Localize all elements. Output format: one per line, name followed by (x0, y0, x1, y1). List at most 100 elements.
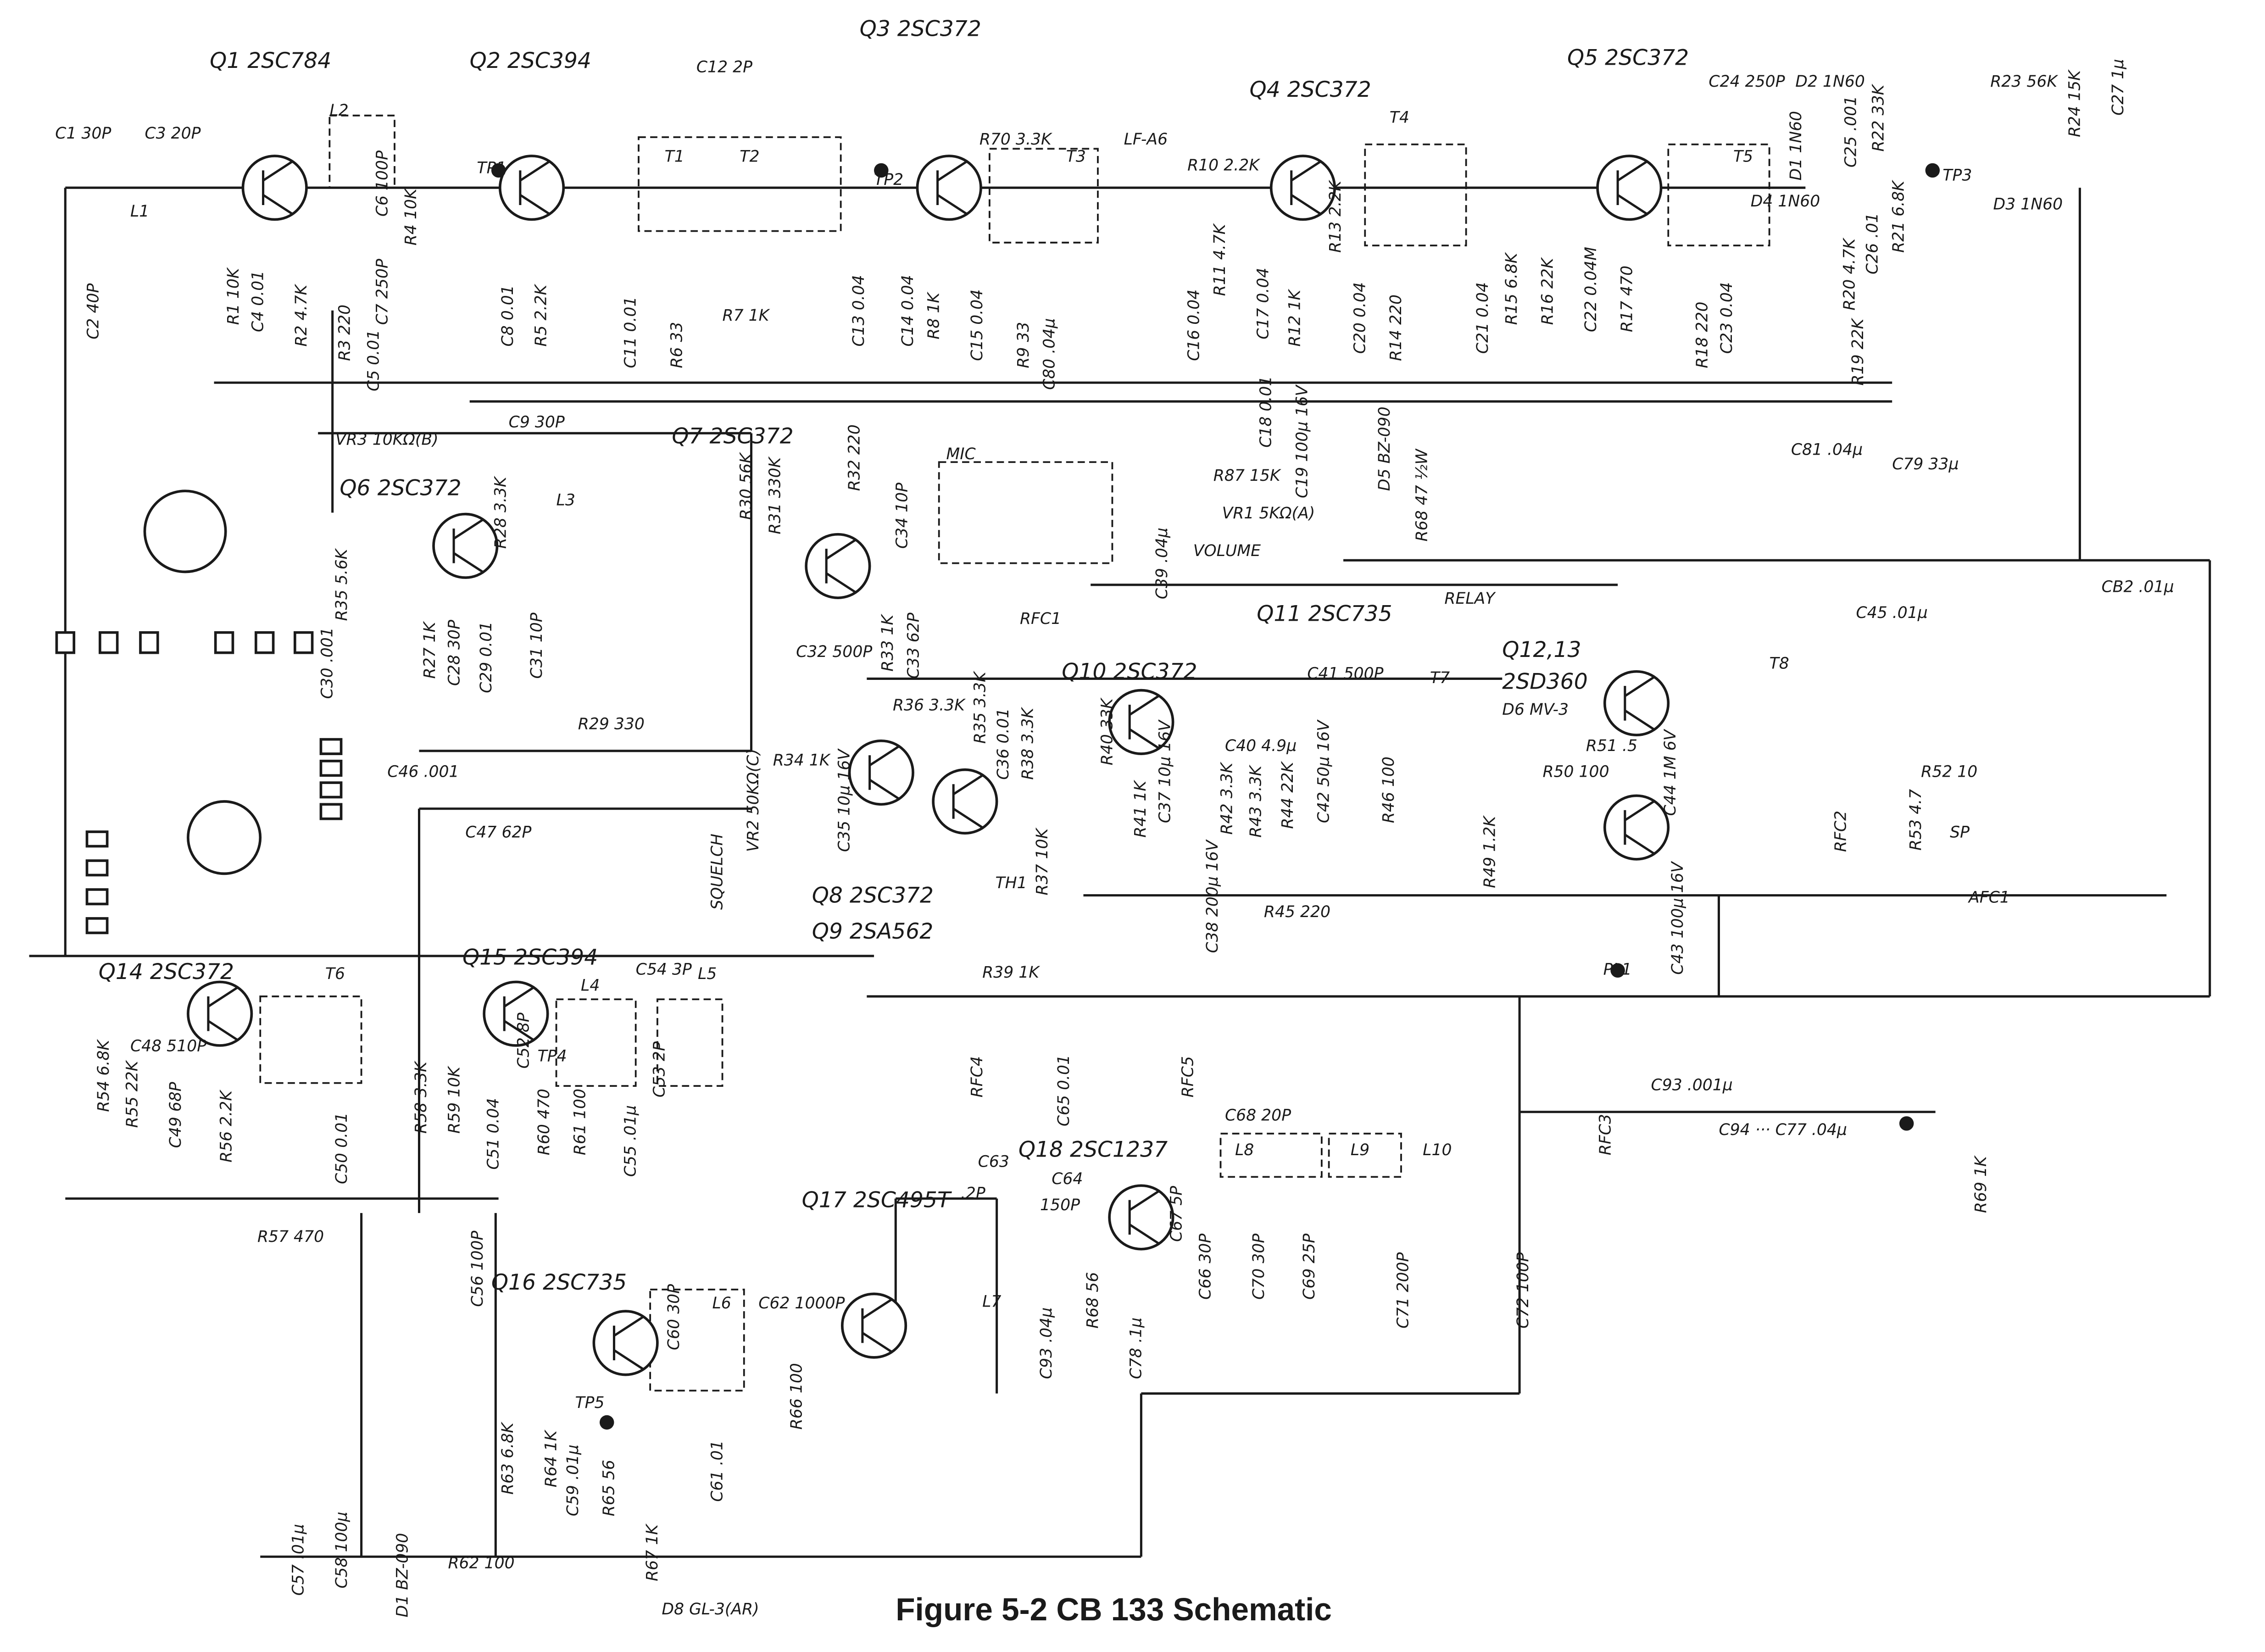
component-label: R42 3.3K (1218, 762, 1236, 834)
transistor-emitter (453, 552, 484, 573)
transistor-emitter (1129, 1224, 1159, 1245)
component-label: R61 100 (571, 1089, 590, 1155)
transistor-label: Q3 2SC372 (860, 17, 981, 42)
transistor-symbol (1108, 1184, 1174, 1251)
test-point (1925, 163, 1940, 178)
component-label: RFC4 (968, 1056, 986, 1097)
component-label: C32 500P (796, 643, 872, 661)
component-label: R57 470 (257, 1228, 324, 1246)
component-label: C56 100P (468, 1230, 487, 1307)
component-label: D3 1N60 (1993, 195, 2063, 213)
component-label: C8 0.01 (499, 285, 517, 346)
shield-can (988, 148, 1099, 244)
component-label: R41 1K (1131, 780, 1150, 838)
transistor-symbol (483, 980, 549, 1047)
component-label: T7 (1430, 669, 1450, 687)
component-label: C61 .01 (708, 1440, 727, 1502)
component-label: R17 470 (1618, 266, 1636, 332)
component-label: CB2 .01μ (2102, 578, 2174, 596)
component-label: C63 (978, 1152, 1009, 1171)
transistor-symbol (432, 512, 499, 579)
component-label: R65 56 (600, 1460, 618, 1516)
component-label: C33 62P (905, 612, 923, 679)
component-label: SQUELCH (708, 834, 727, 910)
component-label: D8 GL-3(AR) (662, 1600, 759, 1619)
shield-can (638, 136, 842, 232)
component-label: R63 6.8K (499, 1422, 517, 1495)
component-label: C29 0.01 (477, 622, 495, 693)
component-label: R5 2.2K (532, 284, 551, 346)
component-label: R7 1K (723, 306, 770, 325)
shield-can (1364, 143, 1467, 247)
crystal (254, 631, 275, 654)
crystal (99, 631, 119, 654)
component-label: SP (1950, 823, 1970, 842)
component-label: R19 22K (1849, 317, 1867, 385)
transistor-symbol (1108, 689, 1174, 755)
component-label: T5 (1733, 148, 1753, 166)
transistor-label: Q8 2SC372 (812, 883, 934, 908)
component-label: VR1 5KΩ(A) (1222, 504, 1315, 523)
component-label: R67 1K (643, 1524, 662, 1581)
transistor-label: Q18 2SC1237 (1018, 1137, 1168, 1162)
component-label: R2 4.7K (292, 284, 311, 346)
component-label: TH1 (995, 874, 1027, 892)
component-label: C93 .001μ (1651, 1076, 1733, 1095)
shield-can (1328, 1133, 1402, 1178)
component-label: C55 .01μ (622, 1105, 640, 1177)
transistor-symbol (187, 980, 253, 1047)
component-label: C27 1μ (2109, 59, 2127, 116)
component-label: RFC2 (1831, 811, 1850, 852)
component-label: C66 30P (1196, 1234, 1214, 1300)
component-label: C34 10P (893, 483, 911, 549)
component-label: R18 220 (1693, 302, 1711, 368)
shield-can (1667, 143, 1770, 247)
component-label: VR3 10KΩ(B) (335, 431, 439, 449)
component-label: C50 0.01 (333, 1112, 351, 1184)
shield-can (555, 998, 637, 1087)
component-label: R20 4.7K (1840, 238, 1859, 311)
component-label: R35 5.6K (333, 548, 351, 621)
transistor-symbol (805, 533, 871, 599)
transistor-symbol (1269, 155, 1336, 221)
component-label: MIC (946, 445, 976, 463)
transistor-label: Q1 2SC784 (210, 48, 331, 73)
component-label: C11 0.01 (622, 296, 640, 368)
component-label: C36 0.01 (994, 708, 1013, 779)
transistor-emitter (207, 1020, 238, 1041)
component-label: C9 30P (509, 413, 565, 432)
component-label: R52 10 (1921, 762, 1977, 781)
component-label: C45 .01μ (1856, 604, 1928, 622)
component-label: C40 4.9μ (1225, 737, 1297, 755)
component-label: C51 0.04 (484, 1098, 503, 1169)
component-label: C6 100P (373, 150, 391, 217)
component-label: R15 6.8K (1503, 252, 1521, 325)
component-label: R16 22K (1538, 257, 1557, 325)
components (55, 114, 1940, 1430)
transistor-collector (862, 1298, 892, 1319)
transistor-label: Q4 2SC372 (1249, 77, 1371, 102)
figure-caption: Figure 5-2 CB 133 Schematic (896, 1591, 1332, 1627)
transistor-emitter (862, 1332, 892, 1353)
transistor-label: Q12,13 (1502, 637, 1581, 662)
component-label: R32 220 (846, 424, 864, 491)
transistor-collector (1291, 161, 1321, 182)
transistor-emitter (1624, 834, 1655, 855)
component-label: R6 33 (668, 322, 686, 368)
component-label: C2 40P (84, 283, 103, 339)
crystal (85, 830, 109, 848)
component-label: C12 2P (696, 58, 752, 76)
component-label: RFC1 (1020, 610, 1061, 628)
component-label: C22 0.04M (1582, 247, 1600, 332)
component-label: C23 0.04 (1718, 282, 1736, 354)
component-label: C58 100μ (333, 1512, 351, 1588)
component-label: D1 1N60 (1787, 111, 1805, 181)
component-label: PL1 (1603, 961, 1632, 979)
crystal (55, 631, 76, 654)
wiring (29, 186, 2211, 1558)
component-label: TP4 (538, 1047, 567, 1066)
component-label: C44 1M 6V (1661, 729, 1680, 816)
component-label: LF-A6 (1124, 130, 1168, 149)
transistor-emitter (519, 194, 550, 215)
